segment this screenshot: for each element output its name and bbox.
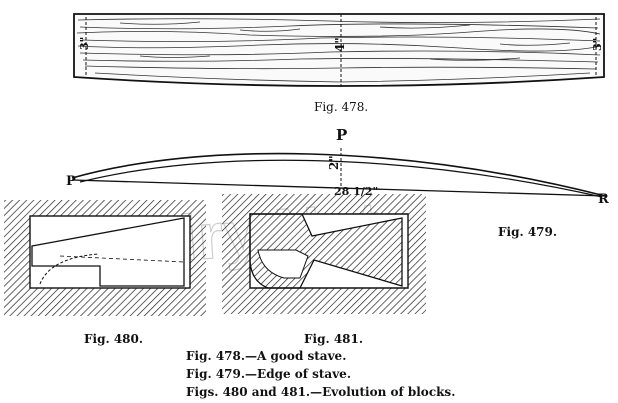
dim-end-right: 3" xyxy=(591,38,604,51)
fig478-label: Fig. 478. xyxy=(314,100,368,114)
fig478-stave: 3" 4" 3" xyxy=(73,13,605,88)
caption-479: Fig. 479.—Edge of stave. xyxy=(186,367,351,381)
point-left: P xyxy=(66,174,76,189)
fig480-wedge xyxy=(31,217,185,287)
point-top: P xyxy=(336,126,347,144)
caption-478: Fig. 478.—A good stave. xyxy=(186,349,346,363)
captions: Fig. 478.—A good stave. Fig. 479.—Edge o… xyxy=(186,349,455,399)
fig480-block xyxy=(4,200,206,316)
stave-edge-outer xyxy=(71,152,606,197)
fig481-notch xyxy=(257,249,309,279)
rise-dimension: 2" xyxy=(327,155,341,170)
fig480-curve xyxy=(39,253,99,285)
fig481-block xyxy=(222,194,426,314)
point-right: R xyxy=(598,192,609,207)
caption-480-481: Figs. 480 and 481.—Evolution of blocks. xyxy=(186,385,455,399)
fig480-label: Fig. 480. xyxy=(84,332,143,346)
dim-end-left: 3" xyxy=(78,37,91,50)
dim-middle: 4" xyxy=(333,37,347,52)
stave-edge-inner xyxy=(79,159,603,198)
wood-grain xyxy=(76,18,602,83)
fig481-label: Fig. 481. xyxy=(304,332,363,346)
fig479-label: Fig. 479. xyxy=(498,225,557,239)
chord-line xyxy=(71,179,607,197)
